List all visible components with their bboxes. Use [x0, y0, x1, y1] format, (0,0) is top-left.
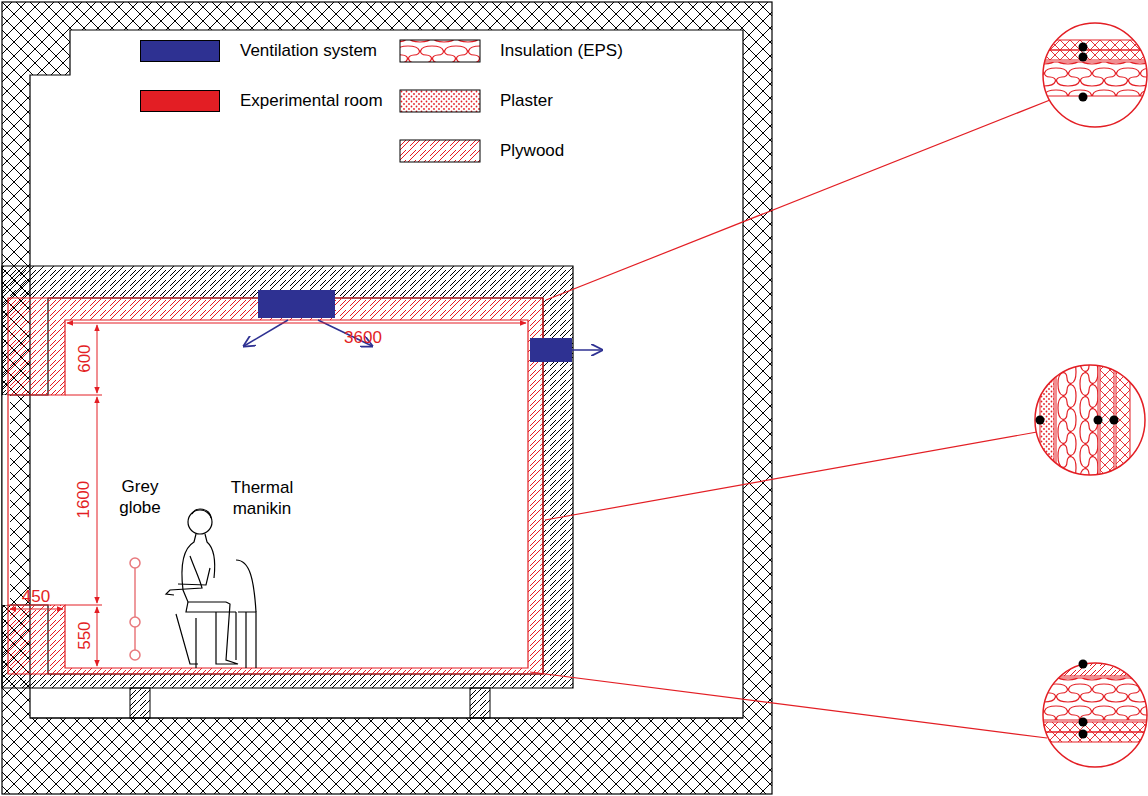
support-leg: [130, 688, 150, 718]
legend-text: Experimental room: [240, 90, 383, 111]
detail-circle: [1040, 20, 1148, 130]
dimension-label: 450: [22, 586, 50, 607]
thermal-manikin: [166, 509, 256, 668]
legend-text: Plywood: [500, 140, 564, 161]
detail-circle: [1040, 660, 1148, 771]
dimension-label: 600: [73, 345, 94, 373]
outer-enclosure: [2, 2, 772, 794]
part-label: Grey globe: [110, 476, 170, 519]
legend-swatch: [400, 140, 480, 162]
dimension-lines: [10, 323, 526, 666]
legend-swatch: [140, 90, 220, 112]
leader-lines: [530, 100, 1050, 738]
grey-globe-stand: [130, 558, 140, 660]
legend-text: Insulation (EPS): [500, 40, 623, 61]
room-shell: [2, 266, 573, 688]
legend-swatch: [400, 90, 480, 112]
detail-circle: [1030, 360, 1148, 480]
legend-swatch: [400, 40, 480, 62]
dimension-label: 550: [73, 622, 94, 650]
legend-text: Plaster: [500, 90, 553, 111]
ventilation-unit: [244, 290, 602, 362]
dimension-label: 1600: [73, 481, 94, 519]
support-leg: [470, 688, 490, 718]
dimension-label: 3600: [344, 327, 382, 348]
legend-swatch: [140, 40, 220, 62]
part-label: Thermal manikin: [222, 477, 302, 520]
legend-text: Ventilation system: [240, 40, 377, 61]
